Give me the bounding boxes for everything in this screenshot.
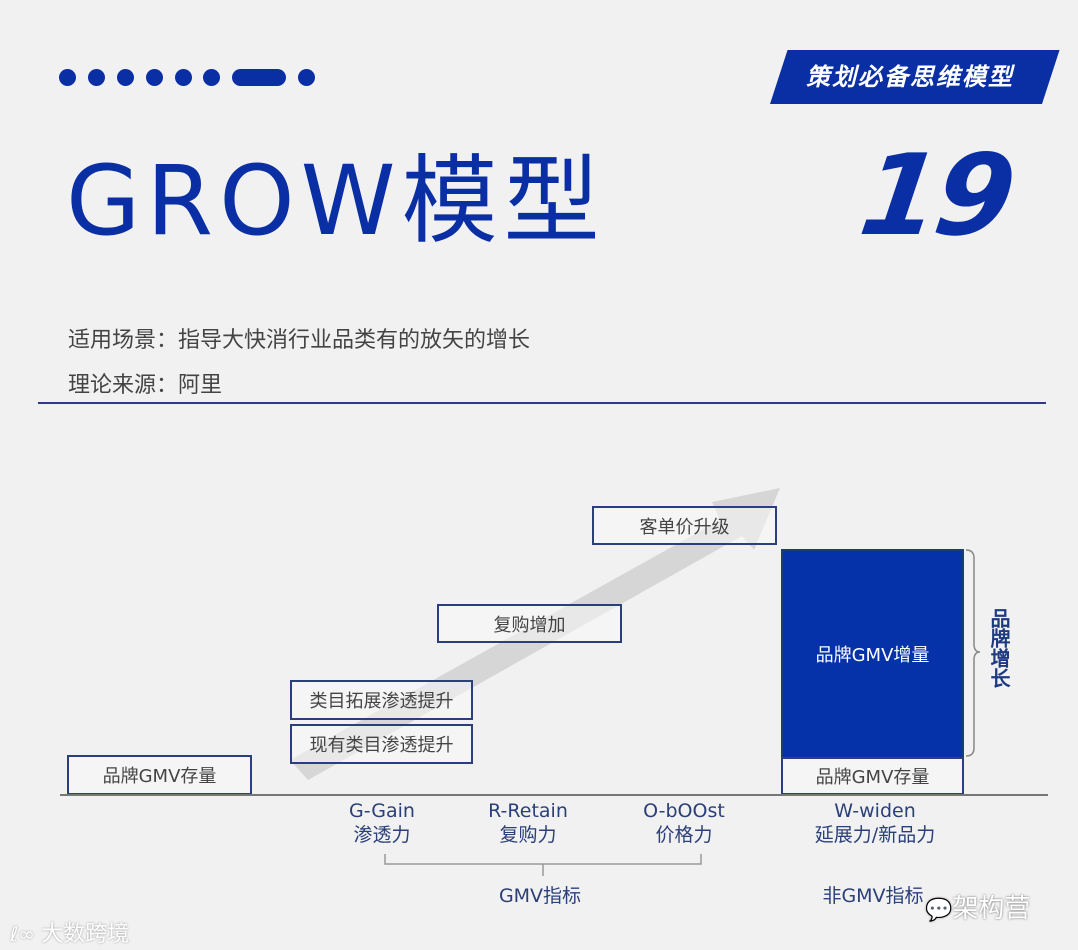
source-line: 理论来源：阿里 xyxy=(68,367,222,399)
source-value: 阿里 xyxy=(178,373,223,398)
baseline-axis xyxy=(60,794,1048,796)
progress-dot xyxy=(203,69,220,86)
brace-icon xyxy=(965,549,981,757)
progress-dot-active xyxy=(232,69,286,86)
model-number: 19 xyxy=(852,131,1019,261)
pillar-w: W-widen 延展力/新品力 xyxy=(814,800,936,846)
gmv-group-label: GMV指标 xyxy=(498,885,582,907)
scenario-line: 适用场景：指导大快消行业品类有的放矢的增长 xyxy=(68,322,530,354)
scenario-value: 指导大快消行业品类有的放矢的增长 xyxy=(178,328,531,353)
progress-dot xyxy=(117,69,134,86)
progress-dot xyxy=(146,69,163,86)
section-divider xyxy=(38,402,1046,404)
box-category-expansion: 类目拓展渗透提升 xyxy=(290,680,473,720)
watermark-left: ℓ∞ 大数跨境 xyxy=(10,922,130,947)
progress-dot xyxy=(175,69,192,86)
non-gmv-label: 非GMV指标 xyxy=(822,885,924,907)
scenario-label: 适用场景： xyxy=(68,328,179,353)
box-repurchase: 复购增加 xyxy=(437,604,622,643)
brand-growth-label: 品牌增长 xyxy=(987,608,1011,688)
source-label: 理论来源： xyxy=(68,373,179,398)
box-stock-right: 品牌GMV存量 xyxy=(781,757,964,795)
progress-dot xyxy=(88,69,105,86)
watermark-right: 💬架构营 xyxy=(925,894,1031,924)
page-title: GROW模型 xyxy=(66,145,606,257)
wechat-icon: 💬 xyxy=(925,898,953,923)
box-gmv-increment: 品牌GMV增量 xyxy=(781,549,964,759)
box-stock-left: 品牌GMV存量 xyxy=(67,755,252,795)
box-existing-category: 现有类目渗透提升 xyxy=(290,724,473,764)
gmv-bracket-icon xyxy=(384,854,702,876)
pillar-g: G-Gain 渗透力 xyxy=(349,800,415,846)
progress-dot xyxy=(59,69,76,86)
box-price-upgrade: 客单价升级 xyxy=(592,506,777,545)
series-banner-label: 策划必备思维模型 xyxy=(806,63,1014,91)
progress-dot xyxy=(298,69,315,86)
pillar-r: R-Retain 复购力 xyxy=(488,800,568,846)
pillar-o: O-bOOst 价格力 xyxy=(643,800,725,846)
logo-icon: ℓ∞ xyxy=(10,922,42,946)
